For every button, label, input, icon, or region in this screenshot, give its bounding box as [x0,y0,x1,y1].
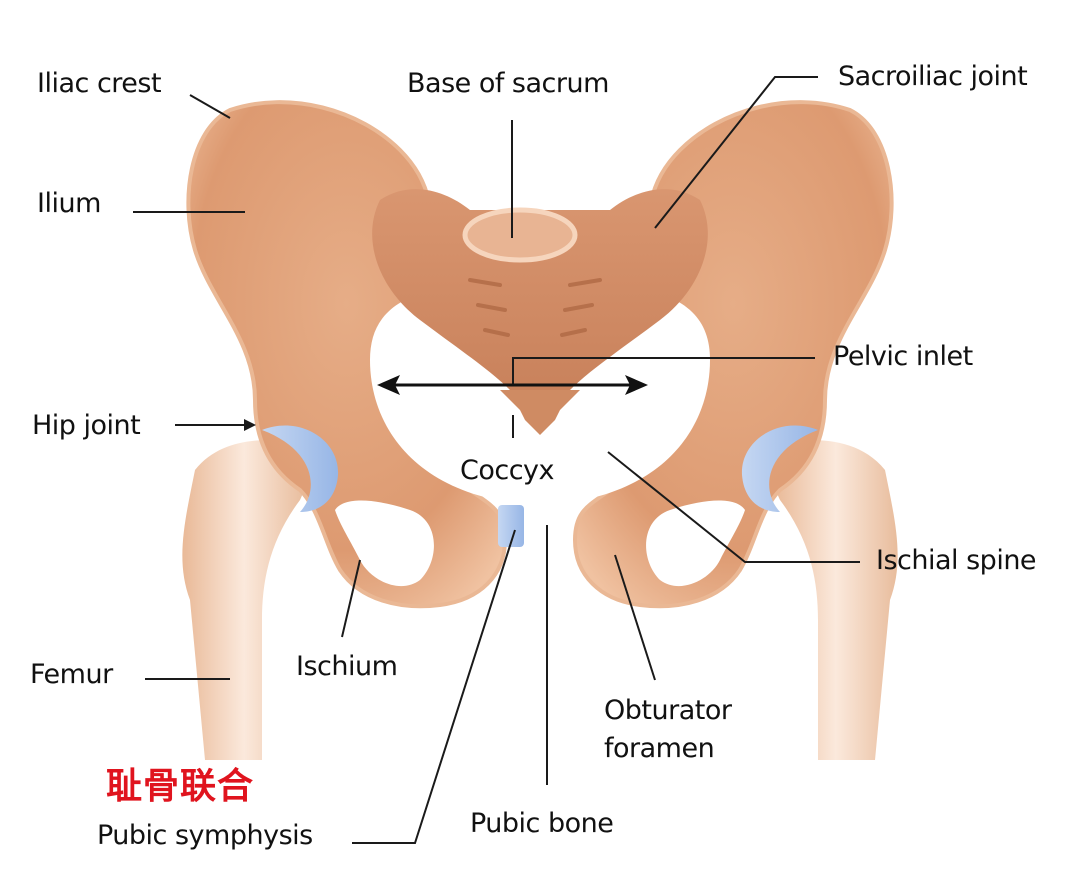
label-ischial-spine: Ischial spine [876,545,1037,576]
left-femur [182,440,306,760]
pelvic-inlet-arrow [377,375,648,395]
label-femur: Femur [30,659,113,690]
label-base-of-sacrum: Base of sacrum [407,68,609,99]
right-hip-cartilage [741,425,818,512]
label-obturator-foramen: Obturator foramen [604,695,732,764]
label-pubic-symphysis-chinese: 耻骨联合 [106,766,255,807]
label-ischium: Ischium [296,651,398,682]
sacrum [372,189,708,435]
right-femur [774,440,898,760]
hip-joint-arrowhead [244,419,256,431]
leader-lines [133,76,860,844]
label-pubic-bone: Pubic bone [470,808,614,839]
label-sacroiliac-joint: Sacroiliac joint [838,61,1028,92]
label-ilium: Ilium [37,188,101,219]
label-hip-joint: Hip joint [32,410,141,441]
label-pelvic-inlet: Pelvic inlet [833,341,973,372]
label-pubic-symphysis: Pubic symphysis [97,820,313,851]
pubic-symphysis-cartilage [498,505,524,547]
label-iliac-crest: Iliac crest [37,68,162,99]
left-hip-cartilage [262,425,339,512]
label-coccyx: Coccyx [460,455,555,486]
